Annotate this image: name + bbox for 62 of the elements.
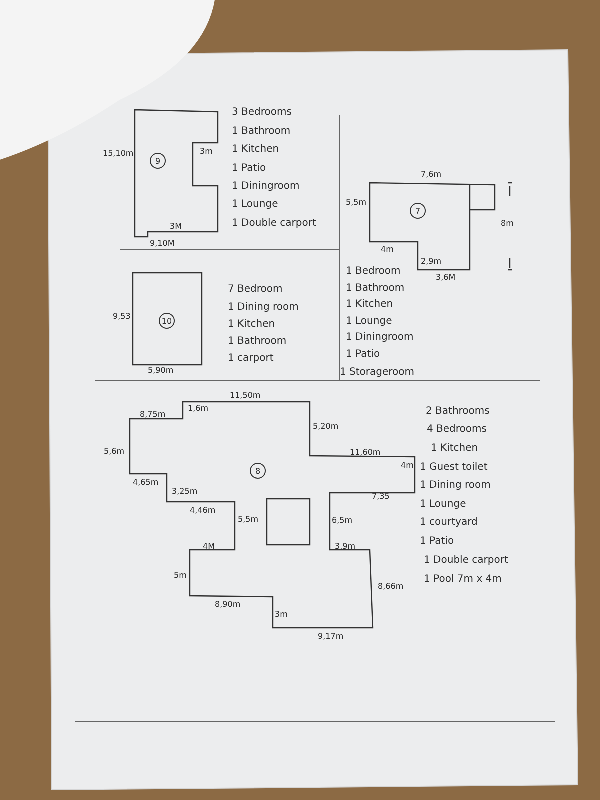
dimension-label: 9,10M: [150, 240, 175, 248]
room-list-item: 2 Bathrooms: [426, 407, 490, 417]
dimension-label: 9,17m: [318, 633, 344, 641]
room-list-item: 1 Pool 7m x 4m: [424, 575, 502, 585]
room-list-item: 1 Dining room: [228, 303, 299, 313]
room-list-item: 1 Lounge: [346, 317, 392, 327]
dimension-label: 3,6M: [436, 274, 456, 282]
room-list-item: 1 Bathroom: [228, 337, 287, 347]
dimension-label: 3m: [200, 148, 213, 156]
dimension-label: 7,35: [372, 493, 390, 501]
dimension-label: 3M: [170, 223, 182, 231]
room-list-item: 1 carport: [228, 354, 274, 364]
dimension-label: 11,50m: [230, 392, 261, 400]
dimension-label: 8,66m: [378, 583, 404, 591]
dimension-label: 3,25m: [172, 488, 198, 496]
room-list-item: 1 Lounge: [232, 200, 278, 210]
room-list-item: 1 Bathroom: [232, 127, 291, 137]
dimension-label: 5,20m: [313, 423, 339, 431]
dimension-label: 2,9m: [421, 258, 442, 266]
dimension-label: 5m: [174, 572, 187, 580]
room-list-item: 1 Patio: [232, 164, 266, 174]
dimension-label: 4m: [381, 246, 394, 254]
room-list-item: 1 Double carport: [424, 556, 508, 566]
dimension-label: 3,9m: [335, 543, 356, 551]
dimension-label: 8,75m: [140, 411, 166, 419]
dimension-label: 4,65m: [133, 479, 159, 487]
dimension-label: 11,60m: [350, 449, 381, 457]
circled-number: 8: [250, 463, 266, 479]
room-list-item: 1 Kitchen: [228, 320, 276, 330]
room-list-item: 1 Lounge: [420, 500, 466, 510]
room-list-item: 1 Guest toilet: [420, 463, 488, 473]
room-list-item: 7 Bedroom: [228, 285, 283, 295]
dimension-label: 5,90m: [148, 367, 174, 375]
room-list-item: 1 Patio: [346, 350, 380, 360]
dimension-label: 5,5m: [238, 516, 259, 524]
dimension-label: 3m: [275, 611, 288, 619]
dimension-label: 5,6m: [104, 448, 125, 456]
room-list-item: 1 Diningroom: [232, 182, 300, 192]
dimension-label: 4,46m: [190, 507, 216, 515]
dimension-label: 8m: [501, 220, 514, 228]
circled-number: 9: [150, 153, 166, 169]
dimension-label: 4m: [401, 462, 414, 470]
room-list-item: 1 Bathroom: [346, 284, 405, 294]
room-list-item: 1 Kitchen: [431, 444, 478, 454]
circled-number: 7: [410, 203, 426, 219]
room-list-item: 1 Kitchen: [232, 145, 280, 155]
room-list-item: 1 Diningroom: [346, 333, 414, 343]
room-list-item: 1 Patio: [420, 537, 454, 547]
circled-number: 10: [159, 313, 175, 329]
room-list-item: 1 courtyard: [420, 518, 478, 528]
dimension-label: 8,90m: [215, 601, 241, 609]
room-list-item: 1 Double carport: [232, 219, 316, 229]
dimension-label: 4M: [203, 543, 215, 551]
room-list-item: 1 Storageroom: [340, 368, 415, 378]
room-list-item: 1 Bedroom: [346, 267, 401, 277]
room-list-item: 4 Bedrooms: [427, 425, 487, 435]
room-list-item: 1 Kitchen: [346, 300, 394, 310]
room-list-item: 1 Dining room: [420, 481, 491, 491]
dimension-label: 5,5m: [346, 199, 367, 207]
dimension-label: 6,5m: [332, 517, 353, 525]
room-list-item: 3 Bedrooms: [232, 108, 292, 118]
dimension-label: 1,6m: [188, 405, 209, 413]
